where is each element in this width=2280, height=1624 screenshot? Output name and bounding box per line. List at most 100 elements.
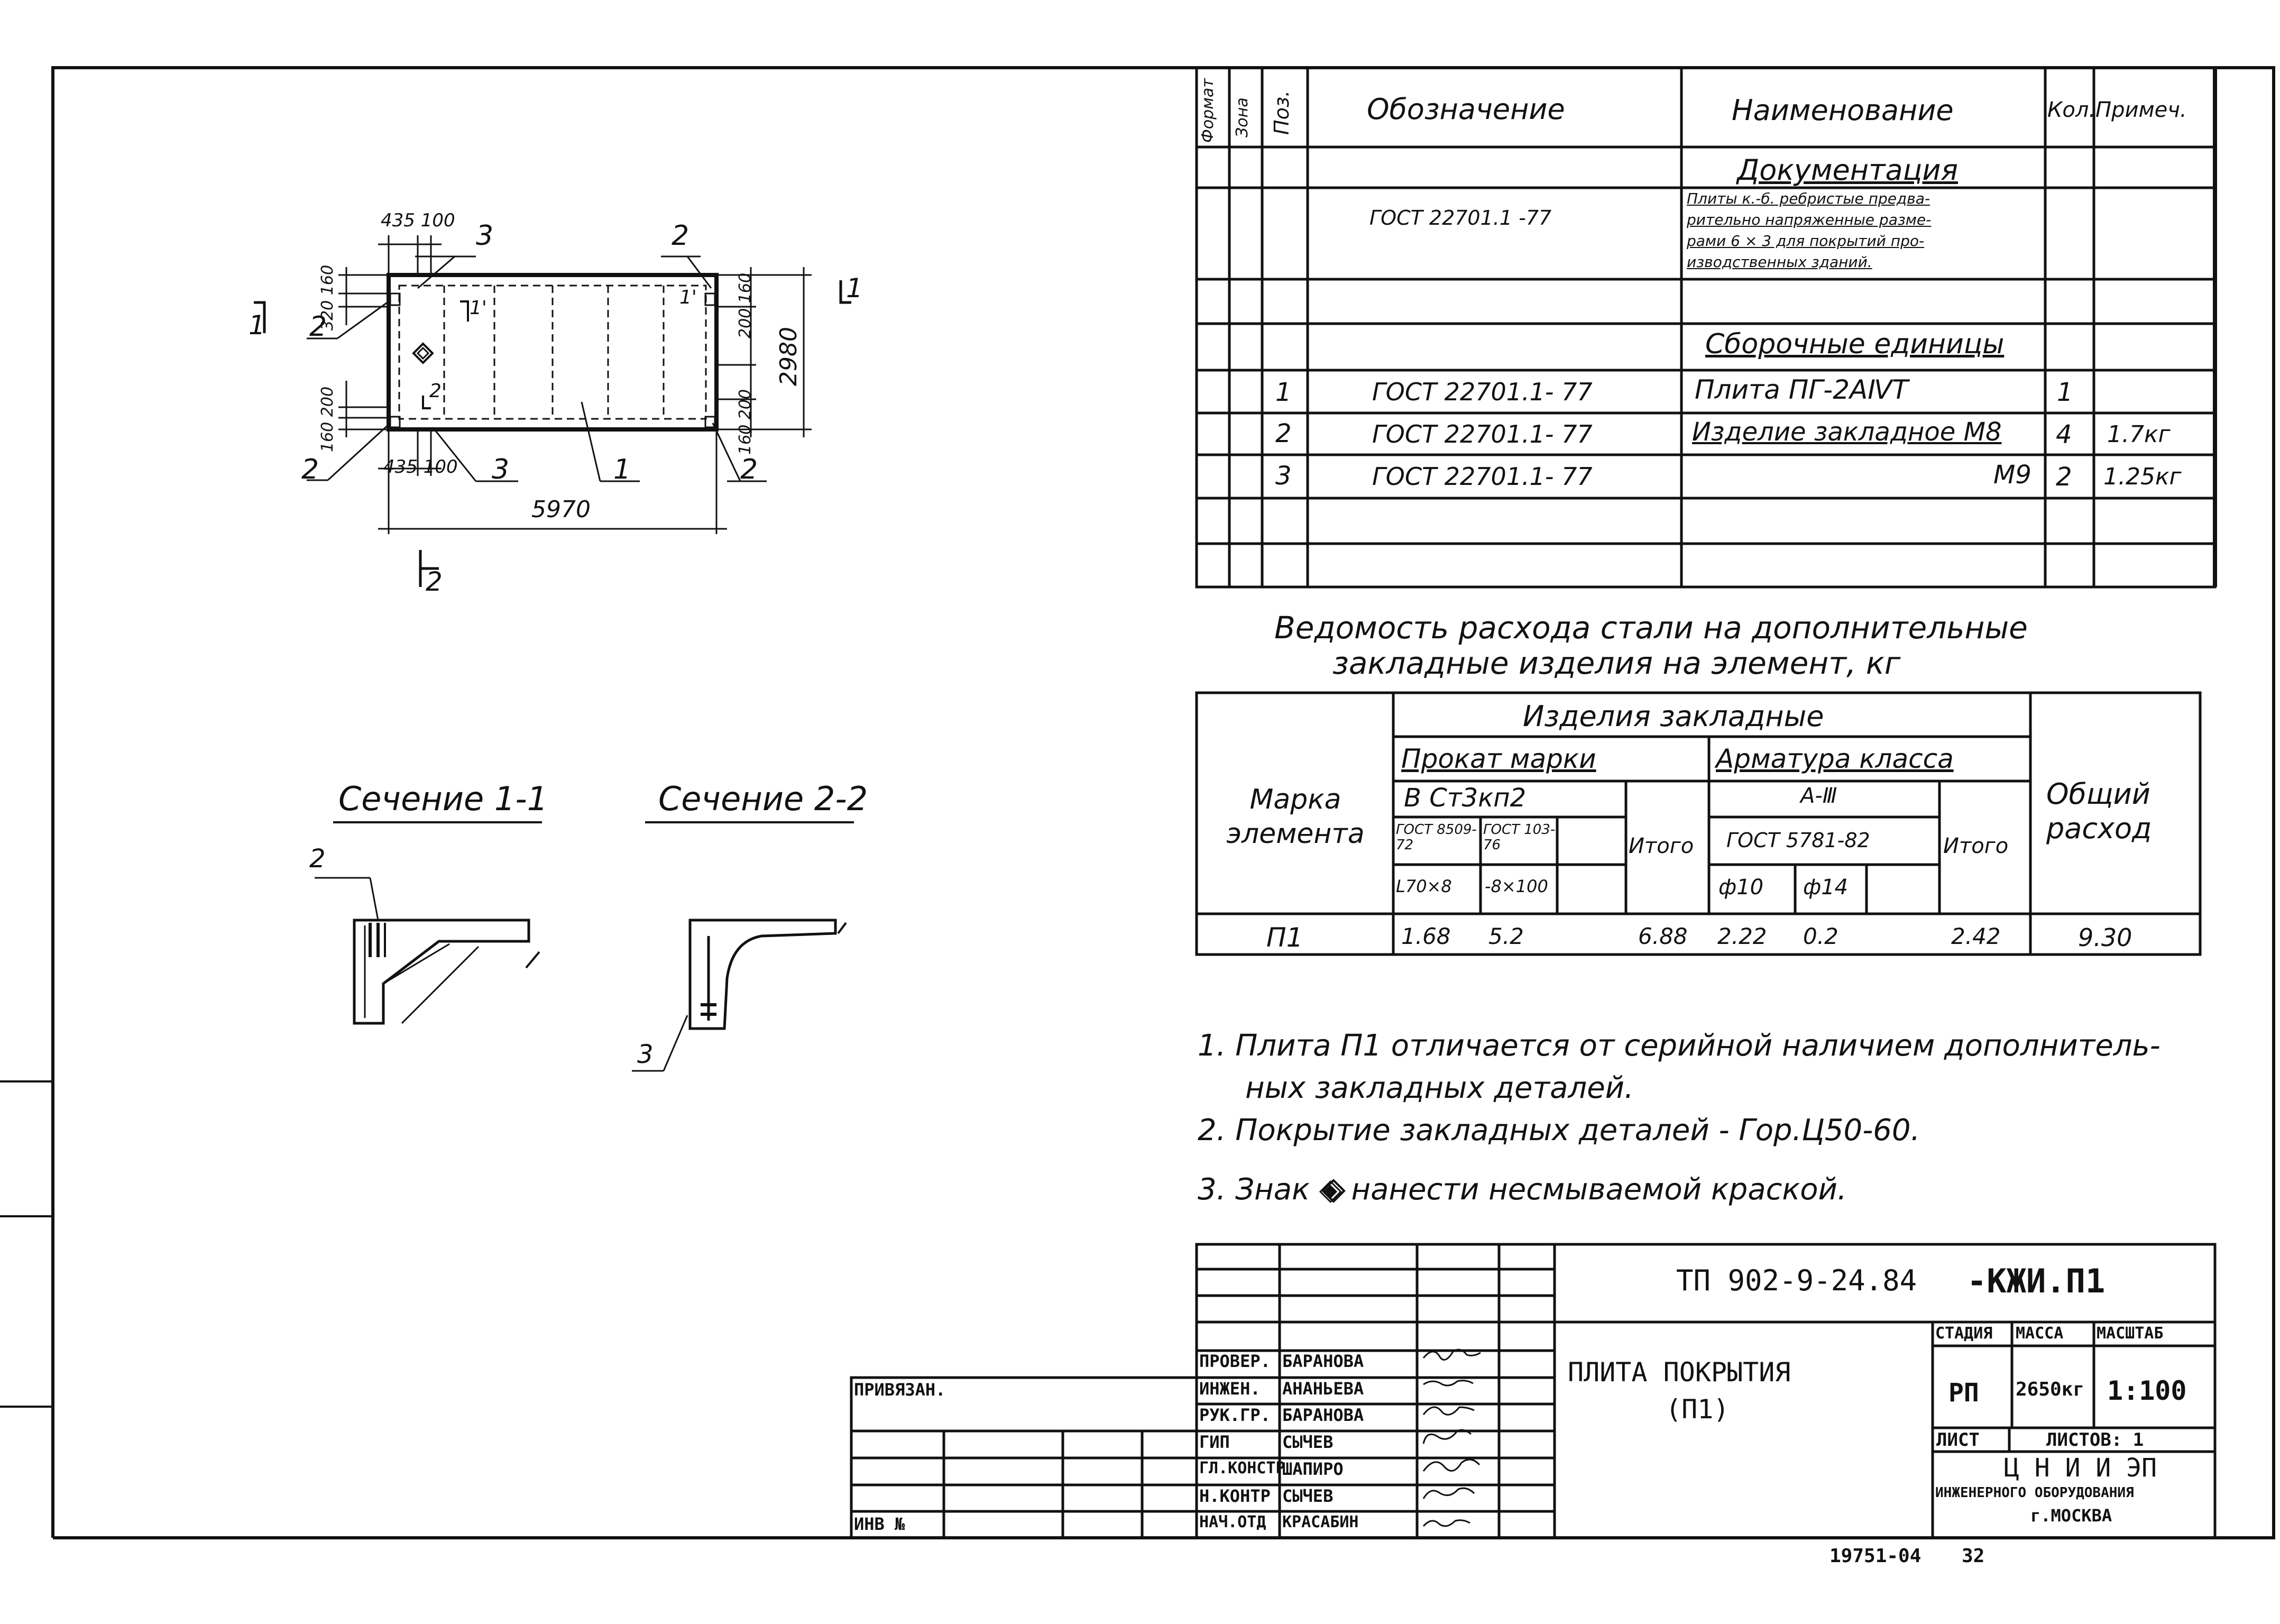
org-name: Ц Н И И ЭП: [2004, 1453, 2157, 1483]
spec-row-name: М9: [1993, 460, 2031, 490]
steel-title-1: Ведомость расхода стали на дополнительны…: [1274, 610, 2028, 646]
title-block-grid: [850, 1243, 2217, 1539]
cut-2-bottom: 2: [426, 566, 443, 597]
doc-code: ТП 902-9-24.84: [1676, 1264, 1917, 1297]
spec-doc-line: рами 6 × 3 для покрытий про-: [1687, 232, 1925, 250]
role-label: ПРОВЕР.: [1199, 1351, 1271, 1371]
role-name: КРАСАБИН: [1282, 1513, 1359, 1531]
role-name: СЫЧЕВ: [1282, 1486, 1334, 1506]
spec-header-note: Примеч.: [2095, 98, 2187, 122]
spec-header-zone: Зона: [1233, 97, 1252, 137]
steel-col-rebar-gost: ГОСТ 5781-82: [1726, 829, 1870, 852]
scale-header: МАСШТАБ: [2097, 1324, 2164, 1343]
steel-col-d14: ф14: [1803, 875, 1849, 900]
role-label: РУК.ГР.: [1199, 1405, 1271, 1425]
spec-row-note: 1.25кг: [2103, 463, 2182, 490]
spec-row-qty: 2: [2056, 462, 2072, 492]
footer-number: 19751-04: [1829, 1545, 1922, 1567]
steel-row-grand: 9.30: [2078, 923, 2132, 952]
spec-header-name: Наименование: [1732, 94, 1954, 127]
spec-row-name: Изделие закладное М8: [1692, 417, 2002, 447]
cut-2-inner: 2': [429, 380, 447, 402]
dim-top: 435 100: [381, 210, 455, 231]
section-assembly: Сборочные единицы: [1705, 328, 2005, 360]
stage-header: СТАДИЯ: [1935, 1324, 1993, 1343]
plan-label-1: 1: [613, 454, 631, 485]
spec-row-pos: 1: [1275, 378, 1292, 407]
cut-1-inner-right: 1': [679, 287, 697, 308]
doc-title-2: (П1): [1666, 1394, 1730, 1425]
steel-col-total-1: Итого: [1629, 834, 1694, 858]
steel-col-gost1: ГОСТ 8509-72: [1396, 822, 1477, 853]
section-2-label-3: 3: [637, 1040, 654, 1069]
steel-table-grid: [1195, 691, 2202, 956]
role-name: ШАПИРО: [1282, 1459, 1344, 1479]
privyazan-label: ПРИВЯЗАН.: [854, 1380, 946, 1400]
steel-col-rebar: Арматура класса: [1716, 744, 1954, 774]
spec-doc-line: изводственных зданий.: [1687, 253, 1872, 271]
cut-1-inner: 1': [470, 297, 487, 319]
steel-col-items: Изделия закладные: [1523, 700, 1824, 733]
role-name: СЫЧЕВ: [1282, 1432, 1334, 1452]
stage-value: РП: [1948, 1378, 1979, 1408]
plan-label-3: 3: [476, 220, 494, 252]
role-label: Н.КОНТР: [1199, 1486, 1271, 1506]
section-2-2: [632, 821, 854, 1072]
note-line: ных закладных деталей.: [1245, 1071, 1634, 1105]
spec-row-qty: 1: [2057, 378, 2073, 407]
steel-col-gost2: ГОСТ 103-76: [1483, 822, 1556, 853]
doc-suffix: -КЖИ.П1: [1967, 1262, 2106, 1300]
dim-left-bottom: 160 200: [318, 386, 337, 452]
steel-col-prof1: L70×8: [1396, 876, 1452, 896]
sheets-label: ЛИСТОВ: 1: [2046, 1429, 2144, 1451]
steel-row-value: 5.2: [1488, 923, 1524, 949]
steel-col-d10: ф10: [1718, 875, 1764, 900]
spec-row-name: Плита ПГ-2АⅣТ: [1695, 374, 1908, 405]
spec-row-designation: ГОСТ 22701.1- 77: [1372, 420, 1593, 448]
section-documentation: Документация: [1737, 153, 1958, 187]
steel-row-value: 6.88: [1638, 923, 1688, 949]
cut-1-right: 1: [846, 273, 863, 304]
plan-label-2: 2: [740, 454, 758, 485]
cut-1-left: 1: [249, 310, 265, 341]
steel-col-mark: Марка элемента: [1226, 784, 1365, 850]
inv-label: ИНВ №: [854, 1514, 905, 1534]
steel-col-rebar-class: А-Ⅲ: [1800, 784, 1837, 808]
doc-title-1: ПЛИТА ПОКРЫТИЯ: [1568, 1357, 1791, 1388]
spec-doc-line: рительно напряженные разме-: [1687, 211, 1932, 228]
role-name: БАРАНОВА: [1282, 1405, 1364, 1425]
spec-header-qty: Кол.: [2047, 98, 2096, 122]
plan-label-3: 3: [492, 454, 510, 485]
role-label: ГЛ.КОНСТР: [1199, 1459, 1285, 1478]
section-1-label-2: 2: [309, 844, 326, 874]
steel-row-value: 1.68: [1401, 923, 1451, 949]
steel-row-value: 0.2: [1803, 923, 1838, 949]
plan-view: [254, 235, 851, 587]
steel-row-mark: П1: [1266, 922, 1303, 953]
sheet-label: ЛИСТ: [1936, 1429, 1980, 1451]
steel-row-value: 2.42: [1951, 923, 2001, 949]
plan-label-2: 2: [301, 454, 319, 485]
role-name: БАРАНОВА: [1282, 1351, 1364, 1371]
diamond-mark-icon: [1321, 1179, 1346, 1203]
spec-doc-designation: ГОСТ 22701.1 -77: [1369, 206, 1552, 230]
spec-table-grid: [1195, 66, 2217, 589]
role-label: ИНЖЕН.: [1199, 1379, 1261, 1399]
org-city: г.МОСКВА: [2030, 1506, 2112, 1526]
spec-header-designation: Обозначение: [1367, 93, 1565, 126]
steel-col-total-2: Итого: [1943, 834, 2009, 858]
spec-doc-line: Плиты к.-б. ребристые предва-: [1687, 190, 1930, 207]
spec-row-qty: 4: [2056, 420, 2072, 449]
steel-col-rolled-grade: В Ст3кп2: [1404, 783, 1527, 813]
spec-row-designation: ГОСТ 22701.1- 77: [1372, 462, 1593, 491]
dim-total-length: 5970: [531, 496, 591, 523]
note-line: 2. Покрытие закладных деталей - Гор.Ц50-…: [1198, 1113, 1920, 1148]
role-label: НАЧ.ОТД: [1199, 1513, 1266, 1531]
spec-header-pos: Поз.: [1270, 90, 1293, 135]
steel-title-2: закладные изделия на элемент, кг: [1332, 645, 1901, 681]
note-line: 3. Знак ◈ нанести несмываемой краской.: [1198, 1172, 1847, 1207]
spec-row-note: 1.7кг: [2107, 421, 2171, 448]
steel-col-prof2: -8×100: [1485, 876, 1548, 896]
